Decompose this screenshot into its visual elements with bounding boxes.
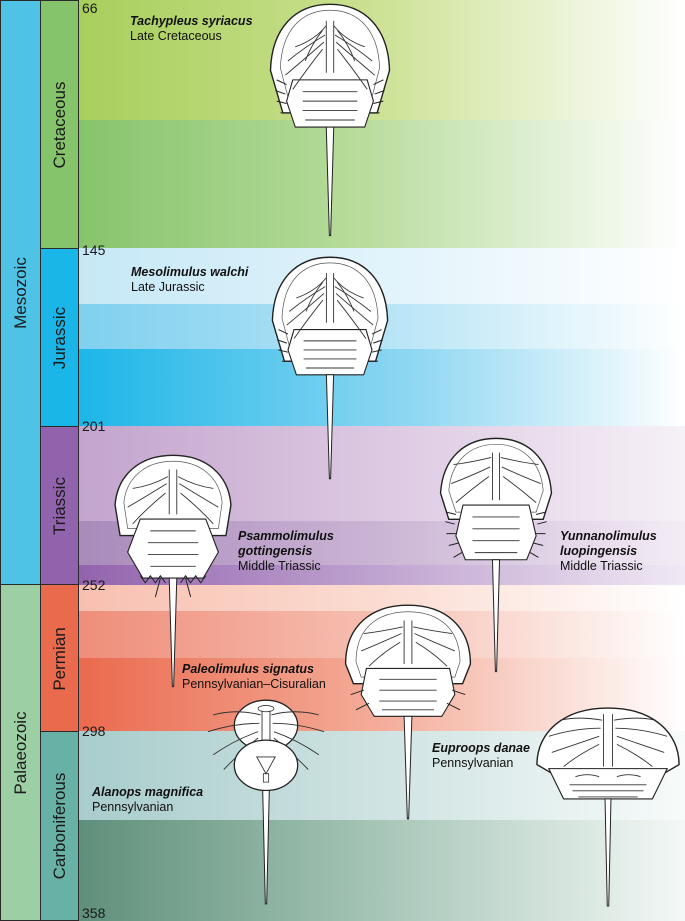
period-label: Cretaceous	[49, 81, 69, 169]
era-label: Palaeozoic	[10, 710, 30, 795]
era-palaeozoic: Palaeozoic	[0, 584, 41, 921]
species-label-tachypleus: Tachypleus syriacus Late Cretaceous	[130, 14, 253, 44]
species-label-mesolimulus: Mesolimulus walchi Late Jurassic	[131, 265, 248, 295]
yunnanolimulus-illustration	[437, 436, 555, 674]
band-cretaceous-lower	[78, 120, 685, 248]
species-label-psammolimulus: Psammolimulus gottingensis Middle Triass…	[238, 529, 350, 574]
species-age: Middle Triassic	[238, 559, 321, 573]
band-carboniferous-lower	[78, 820, 685, 921]
species-label-euproops: Euproops danae Pennsylvanian	[432, 741, 530, 771]
period-permian: Permian	[40, 584, 79, 733]
band-jurassic-lower	[78, 349, 685, 426]
period-jurassic: Jurassic	[40, 248, 79, 428]
euproops-illustration	[534, 706, 682, 908]
age-label: 201	[82, 418, 106, 434]
species-name: Alanops magnifica	[92, 785, 204, 799]
species-age: Late Cretaceous	[130, 29, 222, 43]
species-name: Mesolimulus walchi	[131, 265, 249, 279]
tachypleus-illustration	[268, 2, 392, 238]
species-name: Psammolimulus gottingensis	[238, 529, 334, 558]
era-label: Mesozoic	[10, 257, 30, 329]
period-label: Carboniferous	[49, 772, 69, 880]
era-mesozoic: Mesozoic	[0, 0, 41, 586]
period-label: Triassic	[49, 477, 69, 535]
period-triassic: Triassic	[40, 426, 79, 586]
species-name: Euproops danae	[432, 741, 530, 755]
species-age: Pennsylvanian–Cisuralian	[182, 677, 326, 691]
species-age: Pennsylvanian	[92, 800, 174, 814]
age-label: 298	[82, 723, 106, 739]
period-carboniferous: Carboniferous	[40, 731, 79, 921]
species-age: Late Jurassic	[131, 280, 205, 294]
band-triassic-lower	[78, 565, 685, 585]
species-label-yunnanolimulus: Yunnanolimulus luopingensis Middle Trias…	[560, 529, 680, 574]
age-label: 66	[82, 0, 98, 16]
period-label: Jurassic	[49, 306, 69, 370]
paleolimulus-illustration	[343, 603, 473, 821]
band-permian-upper	[78, 585, 685, 611]
species-label-paleolimulus: Paleolimulus signatus Pennsylvanian–Cisu…	[182, 662, 326, 692]
species-age: Pennsylvanian	[432, 756, 514, 770]
psammolimulus-illustration	[110, 453, 236, 689]
age-label: 145	[82, 242, 106, 258]
species-name: Yunnanolimulus luopingensis	[560, 529, 657, 558]
species-name: Paleolimulus signatus	[182, 662, 314, 676]
species-label-alanops: Alanops magnifica Pennsylvanian	[92, 785, 203, 815]
age-label: 358	[82, 905, 106, 921]
species-age: Middle Triassic	[560, 559, 643, 573]
alanops-illustration	[200, 696, 332, 906]
age-label: 252	[82, 577, 106, 593]
species-name: Tachypleus syriacus	[130, 14, 253, 28]
mesolimulus-illustration	[270, 255, 390, 481]
period-cretaceous: Cretaceous	[40, 0, 79, 250]
period-label: Permian	[49, 626, 69, 691]
